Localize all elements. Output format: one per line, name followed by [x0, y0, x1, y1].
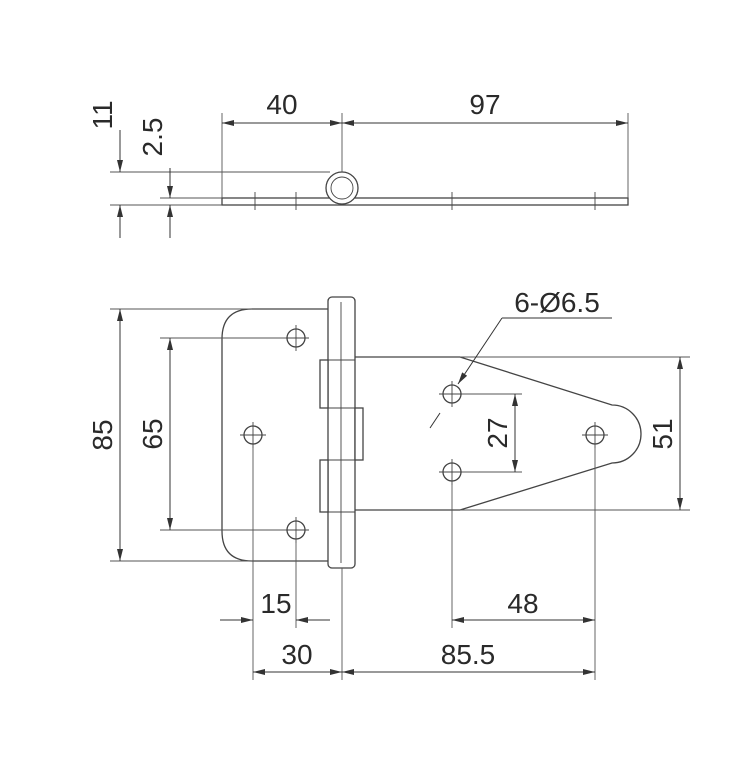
dim-label-85-5: 85.5	[441, 639, 496, 670]
dim-label-85: 85	[87, 419, 118, 450]
dim-label-27: 27	[482, 417, 513, 448]
dim-label-40: 40	[266, 89, 297, 120]
hole-callout-leader	[457, 317, 503, 385]
hole-callout-leader-tail	[429, 412, 441, 429]
hole-centerlines-top	[254, 192, 596, 210]
hole-callout-label: 6-Ø6.5	[514, 287, 600, 318]
dim-label-51: 51	[647, 418, 678, 449]
front-view: 6-Ø6.5 85 65 27 51 15 48 30 85.5	[87, 287, 690, 680]
extension-lines-front	[110, 308, 690, 680]
dim-label-15: 15	[260, 588, 291, 619]
hinge-pin-profile	[330, 176, 354, 200]
dim-label-30: 30	[281, 639, 312, 670]
right-leaf	[349, 356, 642, 511]
knuckle-tab-lower	[319, 459, 329, 513]
dim-label-11: 11	[87, 100, 118, 129]
dim-label-97: 97	[469, 89, 500, 120]
extension-lines-top	[110, 113, 629, 206]
hinge-plate-profile	[221, 197, 629, 206]
hole-center-marks	[240, 325, 608, 543]
dim-label-48: 48	[507, 588, 538, 619]
knuckle-tab-upper	[319, 359, 329, 409]
dim-label-65: 65	[137, 418, 168, 449]
top-view: 40 97 11 2.5	[87, 89, 629, 238]
left-leaf	[221, 308, 337, 562]
knuckle-barrel	[327, 296, 356, 569]
dim-label-2-5: 2.5	[137, 118, 168, 157]
knuckle-tab-middle	[354, 407, 364, 461]
